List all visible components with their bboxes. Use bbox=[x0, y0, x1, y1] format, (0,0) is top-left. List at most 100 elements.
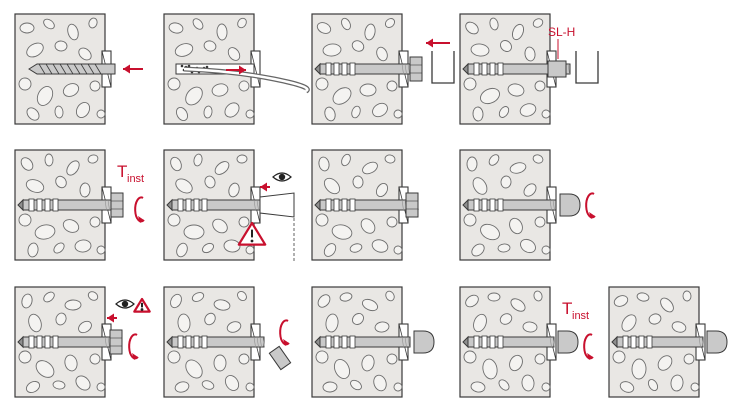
aggregate-stone bbox=[88, 17, 98, 29]
aggregate-stone bbox=[364, 23, 376, 41]
drill-flute bbox=[59, 63, 67, 75]
hex-nut bbox=[409, 56, 423, 82]
aggregate-stone bbox=[192, 18, 204, 30]
aggregate-stone bbox=[533, 290, 543, 302]
expansion-clip bbox=[333, 198, 340, 212]
aggregate-stone bbox=[64, 299, 82, 311]
aggregate-stone bbox=[683, 353, 695, 365]
aggregate-stone bbox=[203, 40, 217, 52]
aggregate-stone bbox=[55, 312, 67, 326]
thread-mark bbox=[253, 336, 256, 348]
aggregate-stone bbox=[373, 374, 387, 392]
aggregate-stone bbox=[613, 295, 629, 307]
aggregate-stone bbox=[87, 291, 99, 301]
hex-nut bbox=[405, 192, 419, 218]
aggregate-stone bbox=[78, 320, 92, 334]
drill-flute bbox=[66, 63, 74, 75]
aggregate-stone bbox=[185, 359, 203, 379]
anchor-cone bbox=[462, 62, 469, 76]
expansion-clip bbox=[44, 335, 51, 349]
aggregate-stone bbox=[96, 245, 106, 255]
aggregate-stone bbox=[67, 23, 79, 41]
aggregate-stone bbox=[497, 243, 511, 253]
rotate-arrow-head bbox=[283, 339, 289, 346]
rotate-arrow-head bbox=[587, 353, 593, 360]
aggregate-stone bbox=[465, 21, 479, 35]
expansion-clip bbox=[497, 198, 504, 212]
expansion-clip bbox=[473, 62, 480, 76]
expansion-clip bbox=[341, 198, 348, 212]
torque-subscript: inst bbox=[572, 310, 589, 322]
aggregate-stone bbox=[211, 83, 229, 97]
expansion-clip bbox=[349, 62, 356, 76]
aggregate-stone bbox=[176, 242, 188, 258]
aggregate-stone bbox=[361, 354, 375, 372]
aggregate-stone bbox=[18, 77, 32, 91]
step-10-remove-nut bbox=[163, 286, 292, 398]
aggregate-stone bbox=[25, 381, 41, 393]
drill-flute bbox=[80, 63, 88, 75]
thread-mark bbox=[259, 336, 262, 348]
aggregate-stone bbox=[671, 321, 687, 333]
aggregate-stone bbox=[371, 239, 389, 253]
aggregate-stone bbox=[541, 245, 551, 255]
aggregate-stone bbox=[465, 294, 479, 308]
step-11-fit-cap bbox=[311, 286, 435, 398]
expansion-clip bbox=[473, 335, 480, 349]
rotate-arrow-head bbox=[132, 353, 138, 360]
cap-nut bbox=[559, 193, 581, 217]
anchor-cone bbox=[462, 335, 469, 349]
aggregate-stone bbox=[376, 46, 388, 62]
aggregate-stone bbox=[619, 381, 635, 393]
torque-label: T bbox=[562, 299, 572, 318]
expansion-clip bbox=[185, 335, 192, 349]
aggregate-stone bbox=[34, 224, 56, 240]
aggregate-stone bbox=[488, 154, 500, 166]
thread-mark bbox=[698, 336, 701, 348]
aggregate-stone bbox=[224, 375, 240, 391]
aggregate-stone bbox=[670, 374, 684, 392]
arrow-right-icon-head bbox=[239, 65, 246, 75]
drill-flute bbox=[94, 63, 102, 75]
aggregate-stone bbox=[174, 381, 190, 393]
aggregate-stone bbox=[213, 354, 227, 372]
arrow-left-icon-head bbox=[123, 64, 130, 74]
aggregate-stone bbox=[384, 18, 396, 28]
aggregate-stone bbox=[18, 213, 32, 227]
aggregate-stone bbox=[79, 182, 91, 198]
step-13-final bbox=[608, 286, 728, 398]
step-7-set bbox=[311, 149, 419, 261]
aggregate-stone bbox=[339, 292, 353, 302]
aggregate-stone bbox=[341, 17, 351, 31]
aggregate-stone bbox=[193, 153, 203, 167]
eye-pupil bbox=[121, 300, 129, 308]
aggregate-stone bbox=[183, 224, 205, 240]
thread-mark bbox=[552, 199, 555, 211]
aggregate-stone bbox=[174, 43, 194, 57]
aggregate-stone bbox=[53, 242, 65, 254]
aggregate-stone bbox=[223, 239, 241, 253]
aggregate-stone bbox=[216, 23, 228, 41]
aggregate-stone bbox=[386, 216, 398, 228]
aggregate-stone bbox=[519, 103, 537, 117]
aggregate-stone bbox=[532, 154, 544, 164]
aggregate-stone bbox=[498, 106, 510, 118]
aggregate-stone bbox=[473, 313, 487, 333]
aggregate-stone bbox=[332, 87, 352, 105]
aggregate-stone bbox=[500, 175, 512, 189]
thread-mark bbox=[552, 336, 555, 348]
aggregate-stone bbox=[341, 153, 351, 167]
thread-mark bbox=[253, 199, 256, 211]
aggregate-stone bbox=[362, 161, 378, 175]
aggregate-stone bbox=[28, 313, 42, 333]
drill-flute bbox=[87, 63, 95, 75]
aggregate-stone bbox=[96, 109, 106, 119]
aggregate-stone bbox=[384, 154, 396, 164]
aggregate-stone bbox=[237, 17, 247, 29]
drill-flute bbox=[73, 63, 81, 75]
warning-dot bbox=[140, 308, 144, 311]
aggregate-stone bbox=[541, 382, 551, 392]
aggregate-stone bbox=[510, 298, 526, 312]
aggregate-stone bbox=[168, 22, 184, 34]
aggregate-stone bbox=[534, 80, 546, 92]
